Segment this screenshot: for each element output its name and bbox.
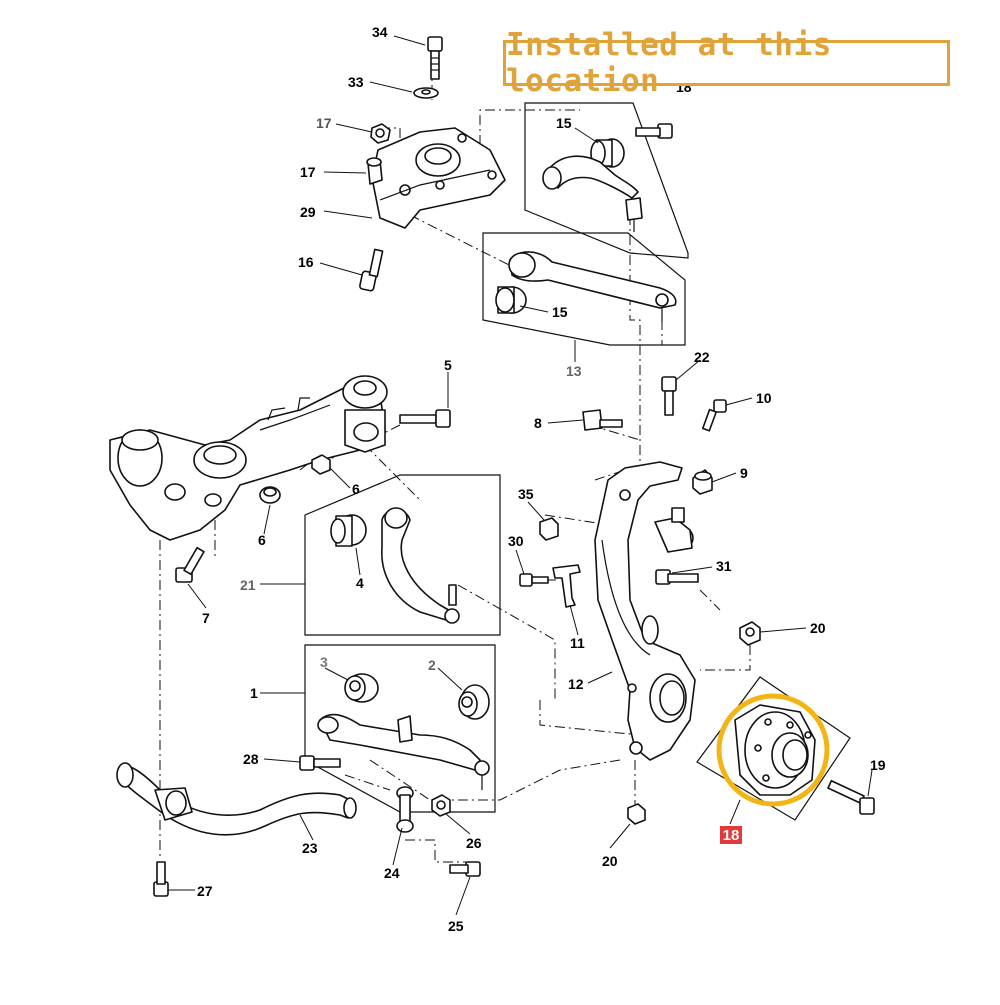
part-labels: 34 33 17 17 29 16 15 18 15 13 5 6 6 7 21…	[197, 24, 886, 934]
label-10: 10	[756, 390, 772, 406]
mount-bracket-29	[371, 127, 506, 229]
label-26: 26	[466, 835, 482, 851]
bush-5-mount	[342, 375, 388, 453]
arm-top-15	[542, 155, 643, 232]
label-1: 1	[250, 685, 258, 701]
label-21: 21	[240, 577, 256, 593]
label-12: 12	[568, 676, 584, 692]
wheel-hub-18	[734, 704, 816, 796]
label-13: 13	[566, 363, 582, 379]
bolt-25	[449, 861, 481, 877]
label-28: 28	[243, 751, 259, 767]
label-20-upper: 20	[810, 620, 826, 636]
label-27: 27	[197, 883, 213, 899]
bolt-7	[175, 546, 205, 583]
nut-35	[539, 517, 559, 541]
upper-arm-assembly	[495, 123, 677, 322]
bolt-28	[299, 755, 341, 771]
bolt-18-top	[635, 123, 673, 139]
bush-4	[330, 514, 367, 547]
label-2: 2	[428, 657, 436, 673]
stud-8	[582, 409, 623, 431]
label-20-lower: 20	[602, 853, 618, 869]
label-24: 24	[384, 865, 400, 881]
bolt-22	[661, 376, 677, 416]
label-29: 29	[300, 204, 316, 220]
bolt-30	[519, 573, 549, 587]
label-35: 35	[518, 486, 534, 502]
label-6a: 6	[352, 481, 360, 497]
label-31: 31	[716, 558, 732, 574]
lower-arm-assembly	[317, 673, 490, 790]
label-23: 23	[302, 840, 318, 856]
bush-3	[344, 673, 379, 703]
label-34: 34	[372, 24, 388, 40]
bolt-34	[427, 36, 443, 80]
bolt-19	[827, 779, 875, 815]
sensor-plug	[654, 507, 694, 553]
nut-20-upper	[739, 621, 761, 646]
label-33: 33	[348, 74, 364, 90]
top-mount-assembly	[359, 36, 506, 292]
bracket-11	[552, 564, 581, 608]
bolt-16	[359, 248, 384, 292]
label-3: 3	[320, 654, 328, 670]
label-22: 22	[694, 349, 710, 365]
arm-4-assembly	[330, 507, 460, 624]
label-4: 4	[356, 575, 364, 591]
bush-17b	[366, 157, 383, 185]
label-5: 5	[444, 357, 452, 373]
bolt-10	[701, 399, 727, 432]
bolt-31	[655, 569, 699, 585]
label-15-lower: 15	[552, 304, 568, 320]
label-30: 30	[508, 533, 524, 549]
label-7: 7	[202, 610, 210, 626]
nut-6a	[311, 454, 331, 475]
label-15-top: 15	[556, 115, 572, 131]
label-9: 9	[740, 465, 748, 481]
highlight-ring	[716, 693, 830, 807]
subframe	[109, 375, 388, 541]
stabilizer-bar-23	[116, 762, 357, 836]
leader-lines	[168, 35, 873, 916]
bolt-27	[153, 861, 169, 897]
link-24	[396, 786, 414, 833]
bush-15-lower	[495, 286, 527, 314]
label-17a: 17	[316, 115, 332, 131]
nut-17a	[370, 123, 391, 144]
installed-location-callout: Installed at this location	[503, 27, 950, 99]
arm-13	[508, 251, 677, 322]
bolt-5	[399, 409, 451, 428]
knuckle-12	[594, 461, 696, 761]
label-16: 16	[298, 254, 314, 270]
bush-2	[458, 684, 490, 720]
label-11: 11	[570, 635, 585, 651]
label-25: 25	[448, 918, 464, 934]
label-17b: 17	[300, 164, 316, 180]
bush-9	[692, 469, 713, 495]
nut-26	[431, 794, 451, 817]
bush-6b	[259, 486, 281, 504]
nut-20-lower	[627, 803, 646, 825]
label-19: 19	[870, 757, 886, 773]
label-6b: 6	[258, 532, 266, 548]
label-8: 8	[534, 415, 542, 431]
highlighted-part-badge: 18	[720, 826, 742, 844]
